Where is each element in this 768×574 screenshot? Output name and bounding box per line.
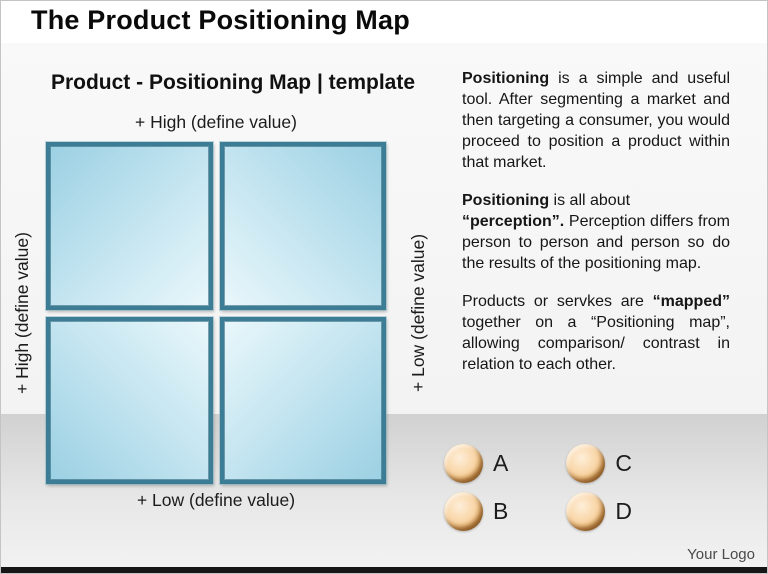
marker-b: B [444, 492, 508, 531]
quadrant-top-left [46, 142, 213, 310]
axis-label-left: + High (define value) [12, 232, 32, 394]
bead-icon [566, 492, 606, 531]
paragraph-perception: Positioning is all about“perception”. Pe… [462, 192, 730, 272]
title-bar [1, 1, 767, 43]
axis-label-bottom: + Low (define value) [136, 490, 296, 510]
paragraph-positioning-intro: Positioning is a simple and useful tool.… [462, 70, 730, 171]
bead-icon [444, 492, 483, 531]
positioning-matrix [46, 142, 386, 484]
bead-icon [566, 444, 606, 483]
quadrant-bottom-left [46, 316, 213, 484]
footer-logo: Your Logo [687, 546, 755, 563]
marker-label: A [493, 450, 509, 476]
marker-grid: A B C D [444, 444, 632, 531]
quadrant-bottom-right [219, 316, 386, 484]
marker-d: D [566, 492, 632, 531]
description-text-panel: Positioning is a simple and useful tool.… [462, 68, 730, 392]
axis-label-top: + High (define value) [135, 112, 297, 132]
marker-label: B [493, 498, 509, 524]
marker-c: C [566, 444, 632, 483]
quadrant-top-right [219, 142, 386, 310]
map-subtitle: Product - Positioning Map | template [50, 71, 416, 94]
bottom-black-bar [1, 567, 767, 573]
marker-label: C [615, 450, 632, 476]
bead-icon [444, 444, 483, 483]
axis-label-right: + Low (define value) [408, 233, 428, 393]
page-title: The Product Positioning Map [31, 5, 410, 35]
marker-a: A [444, 444, 508, 483]
paragraph-mapped: Products or servkes are “mapped” togethe… [462, 293, 730, 373]
marker-label: D [615, 498, 632, 524]
